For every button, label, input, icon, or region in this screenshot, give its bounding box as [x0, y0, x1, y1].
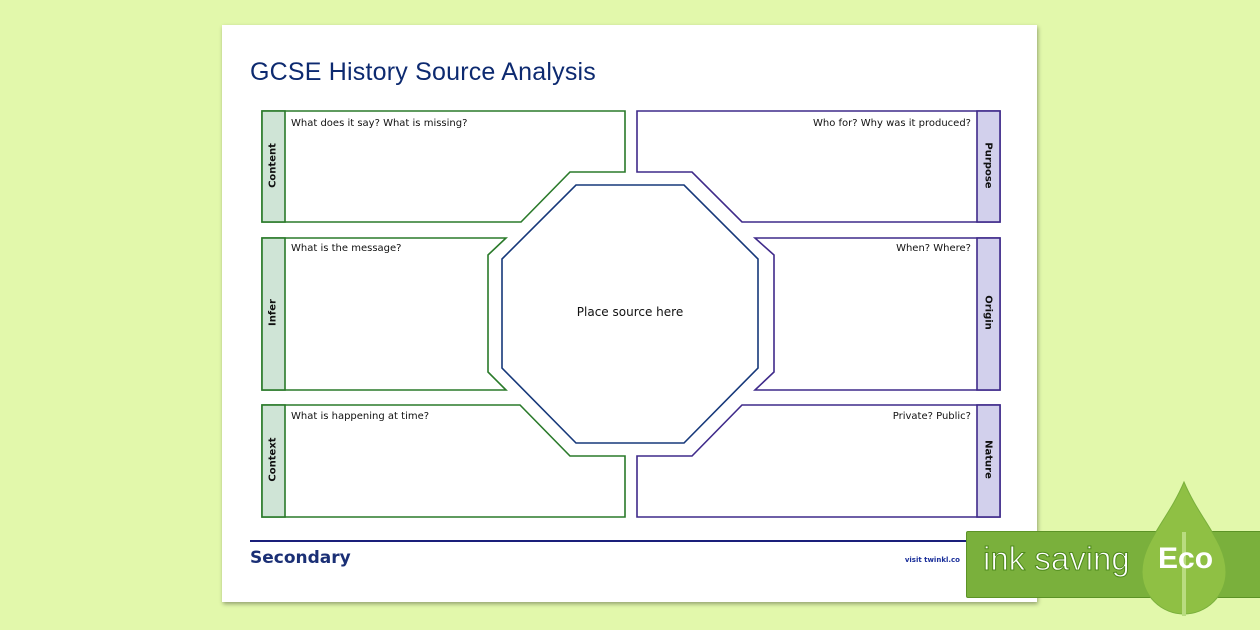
center-label: Place source here	[576, 305, 684, 319]
source-octagon	[501, 184, 759, 444]
nature-tab-label: Nature	[982, 440, 994, 479]
twinkl-link[interactable]: visit twinkl.co	[904, 556, 960, 564]
nature-tab	[976, 404, 1001, 518]
origin-tab	[976, 237, 1001, 391]
purpose-tab	[976, 110, 1001, 223]
content-tab-label: Content	[267, 143, 279, 188]
content-question: What does it say? What is missing?	[291, 118, 468, 129]
origin-box	[752, 237, 1001, 391]
nature-question: Private? Public?	[892, 411, 971, 422]
page-title: GCSE History Source Analysis	[250, 58, 596, 86]
footer-divider	[250, 540, 1000, 542]
infer-tab-label: Infer	[267, 299, 279, 326]
purpose-question: Who for? Why was it produced?	[812, 118, 971, 129]
level-label: Secondary	[250, 548, 351, 568]
infer-question: What is the message?	[291, 243, 402, 254]
ink-saving-text: ink saving	[983, 540, 1131, 578]
infer-box	[261, 237, 509, 391]
context-tab-label: Context	[267, 437, 279, 482]
origin-question: When? Where?	[896, 243, 971, 254]
infer-tab	[261, 237, 286, 391]
leaf-drop-icon	[1141, 480, 1227, 616]
context-tab	[261, 404, 286, 518]
purpose-tab-label: Purpose	[982, 142, 994, 189]
content-tab	[261, 110, 286, 223]
context-question: What is happening at time?	[291, 411, 430, 422]
origin-tab-label: Origin	[982, 295, 994, 330]
eco-text: Eco	[1158, 542, 1214, 575]
